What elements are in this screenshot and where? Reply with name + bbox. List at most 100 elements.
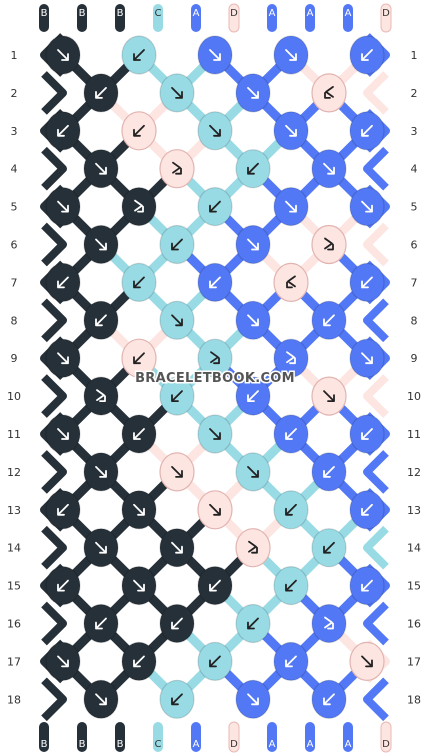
strand-label-top: B <box>117 8 124 19</box>
strand-tail-top <box>39 4 49 32</box>
knot-direction-arrow-icon <box>95 466 107 478</box>
knot-direction-arrow-icon <box>361 124 373 137</box>
knot-direction-arrow-icon <box>95 693 107 706</box>
strand-tail-bottom <box>343 722 353 752</box>
knot-direction-arrow-icon <box>324 237 334 251</box>
knot <box>83 73 119 113</box>
row-label-right: 16 <box>407 618 421 631</box>
knot <box>349 35 385 75</box>
knot <box>349 111 385 151</box>
knot <box>311 679 347 719</box>
edge-thread-left <box>41 374 67 418</box>
knot-body <box>83 376 119 416</box>
knot-direction-arrow-icon <box>171 87 183 99</box>
row-label-left: 10 <box>7 390 21 403</box>
row-label-left: 13 <box>7 504 21 517</box>
knot-direction-arrow-icon <box>209 276 221 289</box>
knot <box>159 603 195 644</box>
knot-direction-arrow-icon <box>361 276 373 289</box>
knot-direction-arrow-icon <box>171 466 183 478</box>
row-label-left: 12 <box>7 466 21 479</box>
knot <box>159 300 195 340</box>
row-label-right: 8 <box>411 314 418 327</box>
knot <box>121 641 157 682</box>
knot-direction-arrow-icon <box>57 428 69 440</box>
knot <box>349 187 385 227</box>
knot-direction-arrow-icon <box>171 617 183 630</box>
knot-direction-arrow-icon <box>285 124 297 137</box>
knot <box>45 565 81 606</box>
edge-thread-right <box>363 222 389 267</box>
row-label-right: 5 <box>411 201 418 214</box>
knot-direction-arrow-icon <box>285 655 297 668</box>
knot-direction-arrow-icon <box>285 428 297 440</box>
knot-direction-arrow-icon <box>133 503 145 516</box>
knot <box>197 35 233 75</box>
knot-body <box>311 224 347 265</box>
knot-direction-arrow-icon <box>247 617 259 630</box>
strand-label-top: B <box>79 8 86 19</box>
strand-tail-bottom <box>305 722 315 752</box>
strand-label-bottom: C <box>155 739 162 750</box>
knot <box>273 414 309 454</box>
row-label-left: 11 <box>7 428 21 441</box>
knot <box>311 73 347 113</box>
knot <box>311 149 347 189</box>
knot <box>311 603 347 644</box>
row-label-right: 7 <box>411 276 418 289</box>
knot <box>121 414 157 454</box>
row-label-left: 15 <box>7 580 21 593</box>
strand-label-bottom: B <box>41 739 48 750</box>
edge-thread-right <box>363 450 389 494</box>
row-label-right: 17 <box>407 655 421 668</box>
knot-direction-arrow-icon <box>361 200 373 213</box>
edge-thread-right <box>363 146 389 191</box>
knot <box>121 187 157 227</box>
edge-thread-right <box>363 298 389 343</box>
strand-label-top: D <box>382 8 390 19</box>
strand-label-top: A <box>269 8 276 19</box>
strand-label-bottom: D <box>230 739 238 750</box>
knot <box>45 338 81 378</box>
knot-direction-arrow-icon <box>247 466 259 478</box>
knot <box>83 224 119 265</box>
knot-direction-arrow-icon <box>171 693 183 706</box>
knot-direction-arrow-icon <box>323 314 335 327</box>
knot <box>159 149 195 189</box>
strand-tail-top <box>77 4 87 32</box>
knot <box>311 376 347 416</box>
knot-direction-arrow-icon <box>133 276 145 289</box>
knot-direction-arrow-icon <box>133 124 145 137</box>
knot-direction-arrow-icon <box>171 314 183 327</box>
row-label-left: 3 <box>11 125 18 138</box>
knot <box>235 149 271 189</box>
knot-direction-arrow-icon <box>323 162 335 175</box>
knot-direction-arrow-icon <box>247 314 259 327</box>
knot <box>197 641 233 682</box>
knot-direction-arrow-icon <box>57 49 69 61</box>
knot-direction-arrow-icon <box>171 238 183 251</box>
knot-direction-arrow-icon <box>210 351 220 365</box>
knot <box>83 679 119 719</box>
knot-direction-arrow-icon <box>57 276 69 289</box>
knot-body <box>273 338 309 378</box>
knot <box>273 490 309 530</box>
knot <box>349 490 385 530</box>
row-label-left: 8 <box>11 314 18 327</box>
knot-direction-arrow-icon <box>95 617 107 630</box>
row-label-left: 2 <box>11 87 18 100</box>
strand-tail-top <box>228 3 240 33</box>
row-label-left: 17 <box>7 655 21 668</box>
knot-direction-arrow-icon <box>361 352 373 365</box>
strand-label-bottom: A <box>193 739 200 750</box>
edge-thread-right <box>363 71 389 115</box>
knot <box>83 528 119 568</box>
knot-direction-arrow-icon <box>171 541 183 554</box>
knot <box>235 452 271 492</box>
strand-label-top: A <box>193 8 200 19</box>
knot <box>349 641 385 682</box>
knot-direction-arrow-icon <box>133 428 145 440</box>
strand-label-bottom: A <box>345 739 352 750</box>
edge-thread-left <box>41 677 67 722</box>
edge-thread-right <box>363 677 389 722</box>
